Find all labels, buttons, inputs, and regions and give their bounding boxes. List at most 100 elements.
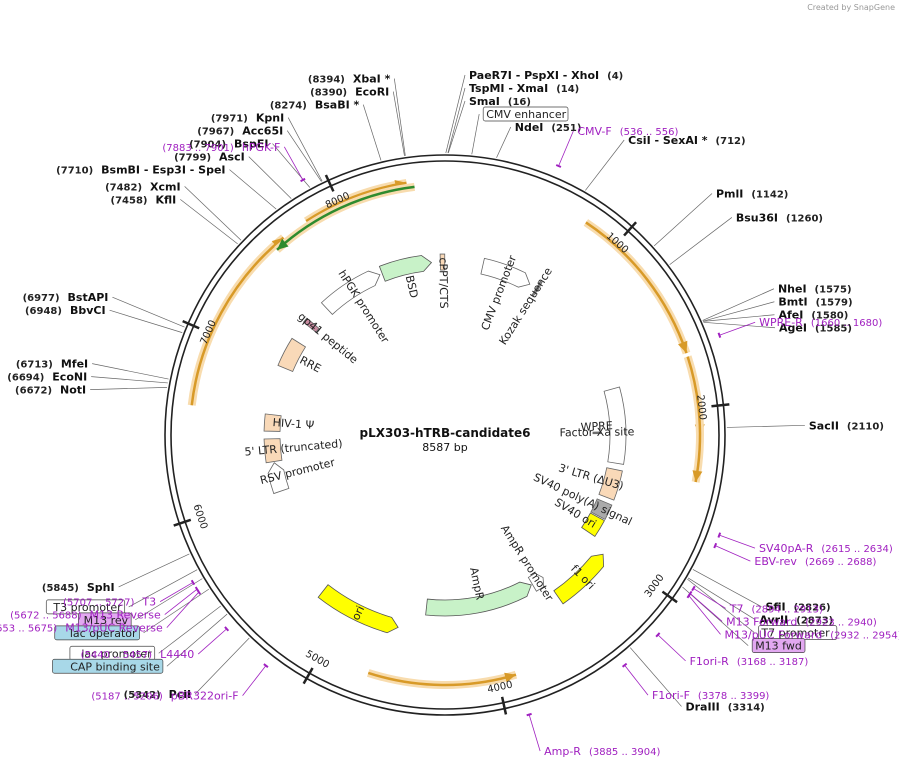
- feature-label: Factor Xa site: [559, 425, 634, 439]
- feature-label: cPPT/CTS: [436, 257, 450, 308]
- feature-label: BSD: [403, 274, 421, 299]
- feature-ori: [317, 584, 399, 634]
- plasmid-name: pLX303-hTRB-candidate6: [360, 426, 531, 440]
- plasmid-size: 8587 bp: [422, 441, 467, 454]
- feature-cmv-promoter: [480, 257, 531, 288]
- site-leader: [688, 595, 721, 635]
- tick-mark: [173, 518, 192, 527]
- primer-binding-mark: [194, 586, 200, 592]
- primer-binding-mark: [686, 592, 692, 599]
- primer-binding-mark: [621, 662, 628, 668]
- site-ndei: NdeI(251): [515, 121, 582, 134]
- tick-label: 5000: [303, 649, 331, 671]
- site-tspmi-xmai: TspMI - XmaI(14): [469, 82, 579, 95]
- orf-arrowhead: [504, 672, 516, 683]
- site-nhei: NheI(1575): [778, 283, 852, 296]
- site-leader: [719, 321, 756, 336]
- site-mfei: (6713)MfeI: [16, 358, 88, 371]
- site-xcmi: (7482)XcmI: [105, 180, 181, 193]
- site-pmli: PmlI(1142): [716, 188, 788, 201]
- feature-sv40-ori: [581, 512, 606, 538]
- primer-t3: (5707 .. 5727)T3: [63, 596, 156, 609]
- feature-5-ltr-truncated: [263, 438, 283, 464]
- primer-binding-mark: [300, 177, 306, 183]
- boxed-label-m13-fwd: M13 fwd: [755, 640, 802, 653]
- site-leader: [128, 569, 198, 608]
- site-bspei: (7904)BspEI: [189, 138, 268, 151]
- tick-mark: [623, 221, 638, 237]
- site-kpni: (7971)KpnI: [211, 112, 284, 125]
- site-leader: [197, 628, 227, 655]
- orf-highlight: [187, 234, 287, 406]
- tick-mark: [182, 319, 200, 330]
- feature-hpgk-promoter: [320, 270, 381, 316]
- inner-strand: [170, 160, 720, 710]
- feature-gp41-peptide: [302, 317, 320, 333]
- site-leader: [657, 634, 686, 662]
- feature-box: [482, 106, 569, 122]
- feature-sv40-poly-a-signal: [590, 498, 613, 520]
- primer-pbr322ori-f: (5187 .. 5206)pBR322ori-F: [91, 690, 238, 703]
- site-leader: [715, 545, 751, 562]
- site-econi: (6694)EcoNI: [7, 371, 87, 384]
- primer-binding-mark: [190, 579, 196, 586]
- site-leader: [393, 78, 406, 156]
- primer-sv40pa-r: SV40pA-R(2615 .. 2634): [759, 542, 893, 555]
- feature-3-ltr-u3: [598, 467, 623, 501]
- site-leader: [693, 588, 726, 609]
- site-leader: [719, 534, 756, 549]
- tick-mark: [302, 667, 314, 685]
- site-layer: PaeR7I - PspXI - XhoI(4)TspMI - XmaI(14)…: [7, 69, 884, 713]
- primer-hpgk-f: (7883 .. 7901)hPGK-F: [162, 141, 280, 154]
- boxed-label-t3-promoter: T3 promoter: [52, 601, 122, 614]
- site-leader: [143, 588, 210, 634]
- site-bsmbi-esp3i-spei: (7710)BsmBI - Esp3I - SpeI: [56, 164, 225, 177]
- site-leader: [362, 104, 382, 161]
- site-leader: [528, 714, 541, 752]
- orf-arrowhead: [678, 340, 688, 354]
- primer-amp-r: Amp-R(3885 .. 3904): [544, 745, 660, 758]
- site-leader: [669, 217, 733, 265]
- orf-layer: [187, 178, 705, 689]
- primer-binding-mark: [655, 632, 661, 638]
- primer-wpre-r: WPRE-R(1660 .. 1680): [759, 316, 882, 329]
- site-bstapi: (6977)BstAPI: [23, 291, 109, 304]
- primer-binding-mark: [263, 663, 269, 668]
- site-leader: [242, 665, 267, 696]
- site-agei: AgeI(1585): [779, 322, 852, 335]
- site-leader: [703, 314, 775, 322]
- site-leader: [471, 113, 480, 155]
- tick-mark: [711, 403, 730, 408]
- orf-arrow: [367, 671, 517, 687]
- site-acc65i: (7967)Acc65I: [197, 125, 283, 138]
- feature-label: RRE: [297, 354, 323, 376]
- site-draiii: DraIII(3314): [685, 700, 764, 713]
- primer-f1ori-r: F1ori-R(3168 .. 3187): [690, 655, 809, 668]
- feature-cppt-cts: [439, 253, 446, 271]
- outer-strand: [164, 154, 726, 716]
- primer-f1ori-f: F1ori-F(3378 .. 3399): [652, 689, 769, 702]
- primer-binding-mark: [691, 585, 696, 592]
- boxed-label-t7-promoter: T7 promoter: [760, 627, 830, 640]
- site-avrii: AvrII(2873): [759, 614, 833, 627]
- site-leader: [248, 156, 292, 199]
- site-leader: [692, 569, 762, 607]
- orf-arrow: [190, 236, 285, 406]
- site-csii-sexai: CsiI - SexAI *(712): [628, 134, 745, 147]
- site-pcii: (5342)PciI: [124, 688, 191, 701]
- orf-arrowhead: [692, 470, 703, 482]
- site-afei: AfeI(1580): [778, 309, 848, 322]
- feature-label: HIV-1 Ψ: [272, 416, 315, 432]
- feature-rre: [277, 337, 307, 373]
- site-leader: [164, 588, 198, 615]
- orf-highlight: [583, 219, 691, 355]
- primer-cmv-f: CMV-F(536 .. 556): [577, 125, 678, 138]
- site-leader: [687, 577, 756, 620]
- site-leader: [166, 591, 200, 628]
- site-leader: [194, 637, 250, 695]
- site-leader: [91, 376, 168, 384]
- feature-factor-xa-site: [592, 431, 602, 435]
- site-leader: [287, 117, 323, 182]
- site-leader: [283, 146, 304, 181]
